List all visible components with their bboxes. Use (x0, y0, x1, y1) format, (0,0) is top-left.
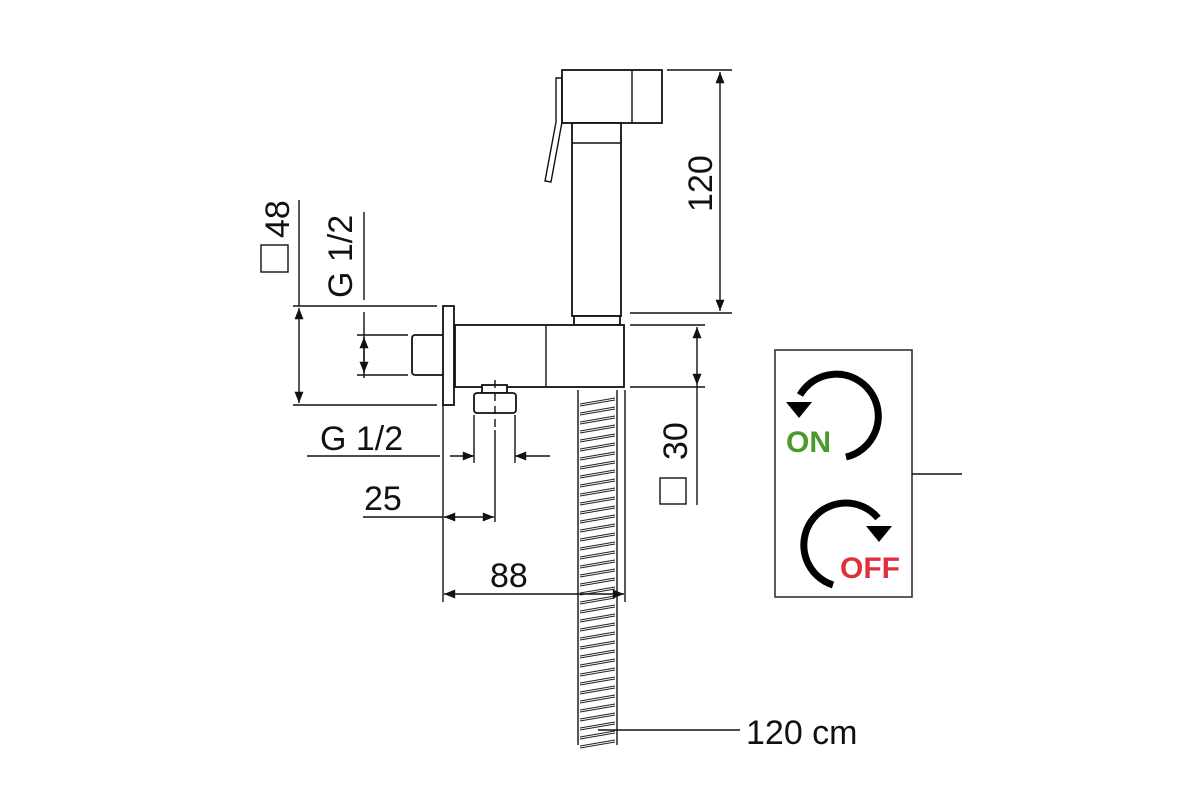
hose-winding (579, 541, 616, 551)
dimension-outlet-offset: 25 (363, 405, 496, 602)
dimension-projection: 88 (444, 390, 626, 602)
wall-plate-label: 48 (259, 200, 297, 238)
hose-winding (579, 631, 616, 641)
body-size-label: 30 (657, 422, 695, 460)
hose-winding (579, 505, 616, 515)
hose-winding (579, 595, 616, 605)
hose-winding (579, 640, 616, 650)
dimension-body-size: 30 (630, 324, 705, 505)
wall-thread-label: G 1/2 (322, 215, 360, 298)
hose-winding (579, 442, 616, 452)
projection-label: 88 (490, 557, 528, 595)
hose-winding (579, 739, 616, 749)
hose-winding (579, 604, 616, 614)
hand-shower (544, 69, 663, 326)
on-label: ON (786, 426, 831, 459)
hose-winding (579, 460, 616, 470)
hose-winding (579, 658, 616, 668)
rotate-cw-icon (800, 499, 881, 589)
rotate-ccw-icon (796, 370, 882, 461)
hose-winding (579, 550, 616, 560)
hose-winding (579, 649, 616, 659)
hose-winding (579, 721, 616, 731)
hose-winding (579, 406, 616, 416)
head-height-label: 120 (682, 155, 720, 212)
dimension-wall-plate: 48 (259, 200, 437, 406)
hose-winding (579, 730, 616, 740)
valve-body (411, 305, 625, 430)
hose-winding (579, 685, 616, 695)
hose-winding (579, 397, 616, 407)
dimension-outlet-thread: G 1/2 (307, 415, 550, 463)
lever (544, 77, 563, 183)
hose-winding (579, 514, 616, 524)
hose-winding (579, 559, 616, 569)
hose-winding (579, 676, 616, 686)
hose-winding (579, 703, 616, 713)
hose-winding (579, 622, 616, 632)
hose-winding (579, 415, 616, 425)
hose-length-label: 120 cm (746, 714, 858, 752)
hose-winding (579, 712, 616, 722)
valve-legend: ON OFF (774, 349, 962, 598)
dimension-wall-thread: G 1/2 (322, 212, 408, 378)
dimension-hose-length: 120 cm (598, 714, 858, 752)
hose-winding (579, 487, 616, 497)
hose-winding (579, 613, 616, 623)
hose-winding (579, 532, 616, 542)
hose (577, 390, 618, 749)
hose-winding (579, 433, 616, 443)
hose-winding (579, 478, 616, 488)
hose-winding (579, 469, 616, 479)
square-symbol (260, 244, 289, 273)
hose-winding (579, 577, 616, 587)
hose-winding (579, 568, 616, 578)
dimension-head-height: 120 (630, 69, 732, 314)
outlet-offset-label: 25 (364, 480, 402, 518)
hose-winding (579, 667, 616, 677)
square-symbol (659, 477, 687, 505)
hose-winding (579, 424, 616, 434)
outlet-thread-label: G 1/2 (320, 420, 403, 458)
off-label: OFF (840, 552, 900, 585)
hose-winding (579, 523, 616, 533)
hose-winding (579, 694, 616, 704)
hose-winding (579, 451, 616, 461)
hose-winding (579, 496, 616, 506)
